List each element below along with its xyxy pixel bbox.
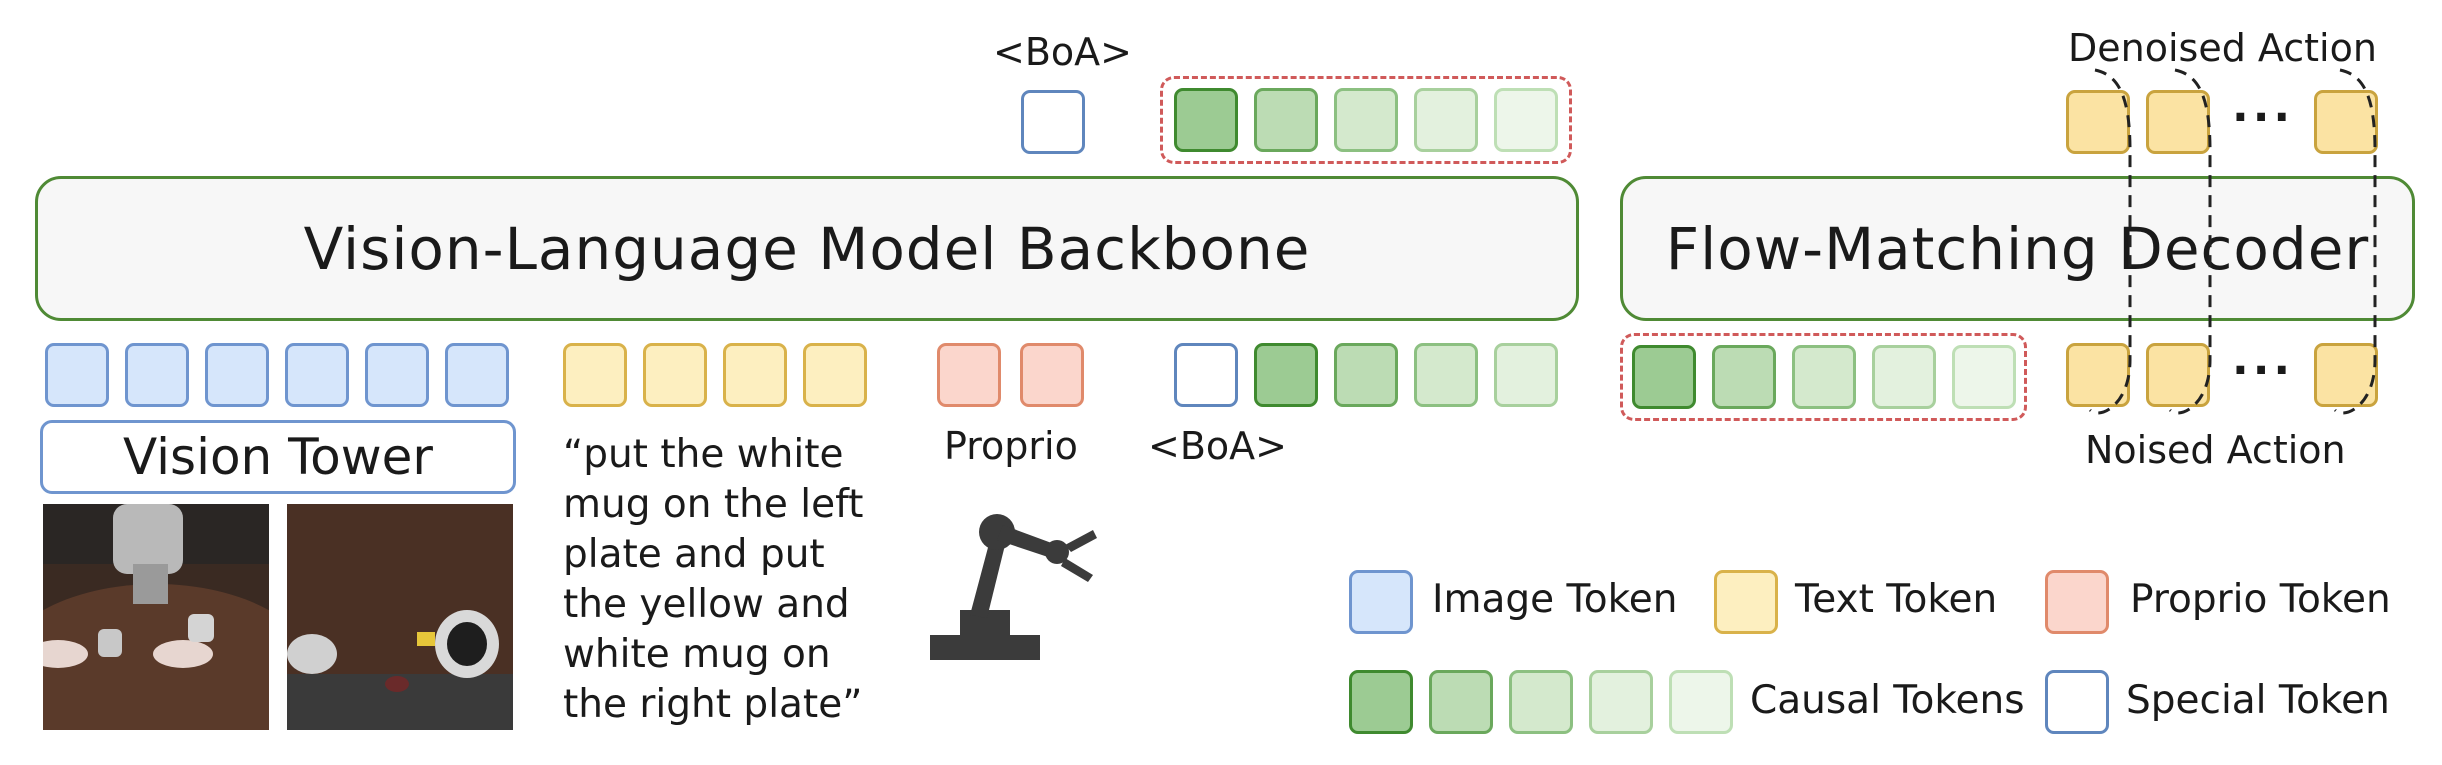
causal-token-top-5	[1494, 88, 1558, 152]
causal-token-decoder-3	[1792, 345, 1856, 409]
denoised-action-label: Denoised Action	[2068, 26, 2377, 70]
noised-dots: ···	[2232, 345, 2295, 396]
boa-bottom-label: <BoA>	[1148, 424, 1287, 468]
camera-view-image-1	[43, 504, 269, 730]
legend-text-swatch	[1714, 570, 1778, 634]
special-token-top	[1021, 90, 1085, 154]
proprio-label: Proprio	[944, 424, 1078, 468]
image-token-3	[205, 343, 269, 407]
noised-action-token-2	[2146, 343, 2210, 407]
decoder-label: Flow-Matching Decoder	[1665, 214, 2370, 283]
image-token-1	[45, 343, 109, 407]
proprio-token-1	[937, 343, 1001, 407]
causal-token-bottom-4	[1494, 343, 1558, 407]
image-token-6	[445, 343, 509, 407]
camera-view-image-2	[287, 504, 513, 730]
robot-arm-icon	[930, 514, 1097, 660]
denoised-action-token-1	[2066, 90, 2130, 154]
legend-image-label: Image Token	[1432, 577, 1678, 622]
causal-token-top-2	[1254, 88, 1318, 152]
legend-causal-swatch-2	[1429, 670, 1493, 734]
legend-special-swatch	[2045, 670, 2109, 734]
causal-token-decoder-4	[1872, 345, 1936, 409]
vision-tower-box: Vision Tower	[40, 420, 516, 494]
causal-token-top-4	[1414, 88, 1478, 152]
flow-connectors	[2088, 68, 2377, 415]
image-token-2	[125, 343, 189, 407]
causal-token-decoder-1	[1632, 345, 1696, 409]
denoised-dots: ···	[2232, 92, 2295, 143]
flow-matching-decoder-box: Flow-Matching Decoder	[1620, 176, 2415, 321]
causal-token-top-3	[1334, 88, 1398, 152]
causal-token-bottom-2	[1334, 343, 1398, 407]
legend-causal-swatch-1	[1349, 670, 1413, 734]
legend-special-label: Special Token	[2126, 678, 2390, 723]
legend-causal-label: Causal Tokens	[1750, 678, 2025, 723]
vlm-backbone-box: Vision-Language Model Backbone	[35, 176, 1579, 321]
legend-proprio-label: Proprio Token	[2130, 577, 2391, 622]
causal-token-decoder-2	[1712, 345, 1776, 409]
special-token-bottom	[1174, 343, 1238, 407]
text-token-4	[803, 343, 867, 407]
legend-proprio-swatch	[2045, 570, 2109, 634]
causal-token-top-1	[1174, 88, 1238, 152]
proprio-token-2	[1020, 343, 1084, 407]
noised-action-token-1	[2066, 343, 2130, 407]
legend-text-label: Text Token	[1795, 577, 1998, 622]
text-token-2	[643, 343, 707, 407]
denoised-action-token-3	[2314, 90, 2378, 154]
text-token-3	[723, 343, 787, 407]
legend-image-swatch	[1349, 570, 1413, 634]
instruction-text: “put the white mug on the left plate and…	[563, 432, 864, 727]
causal-token-decoder-5	[1952, 345, 2016, 409]
legend-causal-swatch-4	[1589, 670, 1653, 734]
vision-tower-label: Vision Tower	[123, 428, 433, 486]
causal-output-group	[1160, 76, 1572, 164]
causal-token-bottom-3	[1414, 343, 1478, 407]
legend-causal-swatch-3	[1509, 670, 1573, 734]
boa-top-label: <BoA>	[993, 30, 1132, 74]
noised-action-label: Noised Action	[2085, 428, 2346, 472]
causal-input-group	[1620, 333, 2027, 421]
legend-causal-swatch-5	[1669, 670, 1733, 734]
vlm-backbone-label: Vision-Language Model Backbone	[303, 214, 1311, 283]
image-token-5	[365, 343, 429, 407]
image-token-4	[285, 343, 349, 407]
text-token-1	[563, 343, 627, 407]
causal-token-bottom-1	[1254, 343, 1318, 407]
